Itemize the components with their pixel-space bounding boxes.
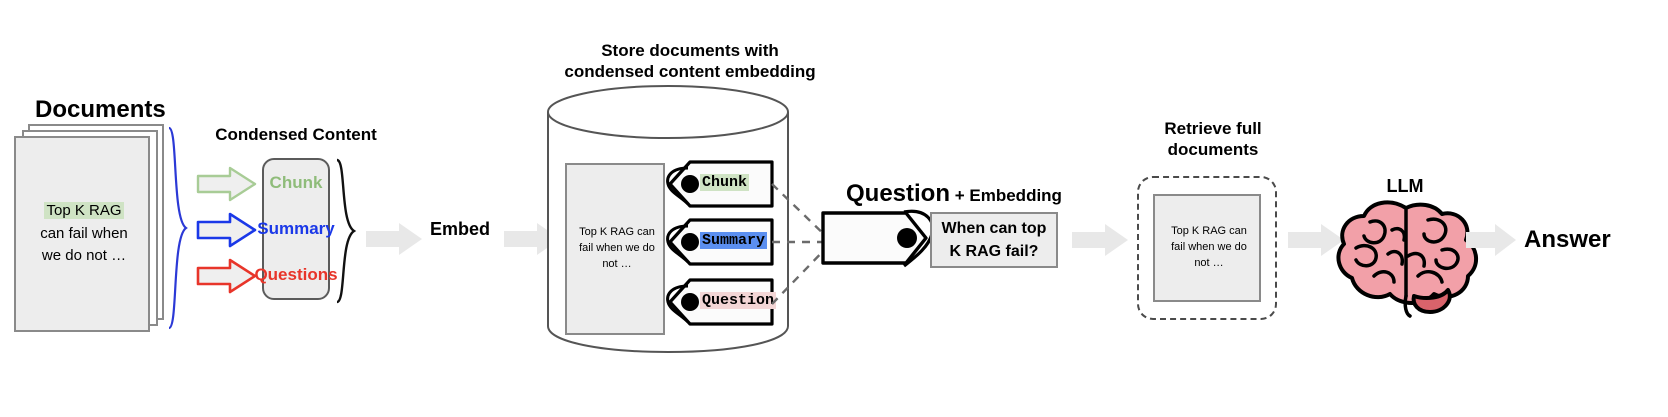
embed-label: Embed: [429, 219, 490, 239]
question-heading-strong: Question: [846, 180, 951, 207]
arrow-questions: [196, 258, 257, 294]
condensed-item-summary: Summary: [257, 219, 335, 238]
retrieve-dashed-container: [1137, 176, 1277, 320]
question-heading: Question + Embedding: [846, 180, 1062, 208]
question-box-line2: K RAG fail?: [949, 243, 1039, 260]
condensed-content-brace: [335, 158, 357, 304]
tag-question-text: Question: [700, 292, 777, 309]
llm-label: LLM: [1386, 176, 1424, 196]
tag-question-label: Question: [700, 292, 777, 309]
arrow-chunk: [196, 166, 257, 202]
condensed-item-questions: Questions: [254, 265, 338, 284]
answer-label: Answer: [1524, 226, 1611, 253]
arrow-from-embed: [504, 223, 560, 255]
arrow-to-embed: [366, 223, 422, 255]
document-front[interactable]: Top K RAG can fail when we do not …: [14, 136, 150, 332]
arrow-summary: [196, 212, 257, 248]
arrow-to-answer: [1466, 224, 1516, 256]
question-box-line1: When can top: [941, 219, 1047, 237]
document-text-line3: we do not …: [41, 247, 127, 264]
document-front-text: Top K RAG can fail when we do not …: [16, 200, 152, 268]
arrow-to-retrieve: [1072, 224, 1128, 256]
tag-chunk-label: Chunk: [700, 174, 750, 191]
condensed-content-box[interactable]: Chunk Summary Questions: [254, 158, 338, 300]
arrow-to-llm: [1288, 224, 1344, 256]
tag-summary-label: Summary: [700, 232, 768, 249]
stored-document[interactable]: Top K RAG can fail when we do not …: [565, 163, 665, 335]
question-box[interactable]: When can top K RAG fail?: [930, 212, 1058, 268]
document-text-line2: can fail when: [40, 224, 128, 242]
retrieve-heading-line1: Retrieve full: [1164, 119, 1262, 138]
retrieve-heading-line2: documents: [1167, 140, 1259, 160]
tag-chunk-text: Chunk: [700, 174, 750, 191]
retrieve-heading: Retrieve full documents: [1118, 118, 1308, 161]
condensed-content-heading: Condensed Content: [215, 125, 377, 144]
question-heading-rest: + Embedding: [950, 186, 1062, 205]
question-box-text: When can top K RAG fail?: [942, 217, 1047, 263]
tag-summary-string: [666, 224, 690, 264]
store-heading: Store documents with condensed content e…: [560, 40, 820, 83]
tag-chunk-string: [666, 166, 690, 206]
document-highlight-text: Top K RAG: [44, 202, 124, 219]
tag-question-string: [666, 284, 690, 324]
brain-icon: [1336, 200, 1478, 318]
condensed-item-chunk: Chunk: [269, 173, 323, 192]
stored-document-text: Top K RAG can fail when we do not …: [579, 226, 655, 270]
question-tag[interactable]: [820, 210, 930, 266]
documents-heading: Documents: [35, 96, 166, 123]
tag-summary-text: Summary: [700, 232, 768, 249]
documents-brace: [167, 126, 188, 330]
retrieved-document-text: Top K RAG can fail when we do not …: [1171, 225, 1247, 269]
store-heading-line2: condensed content embedding: [564, 62, 816, 82]
store-heading-line1: Store documents with: [601, 41, 779, 60]
retrieved-document[interactable]: Top K RAG can fail when we do not …: [1153, 194, 1261, 302]
